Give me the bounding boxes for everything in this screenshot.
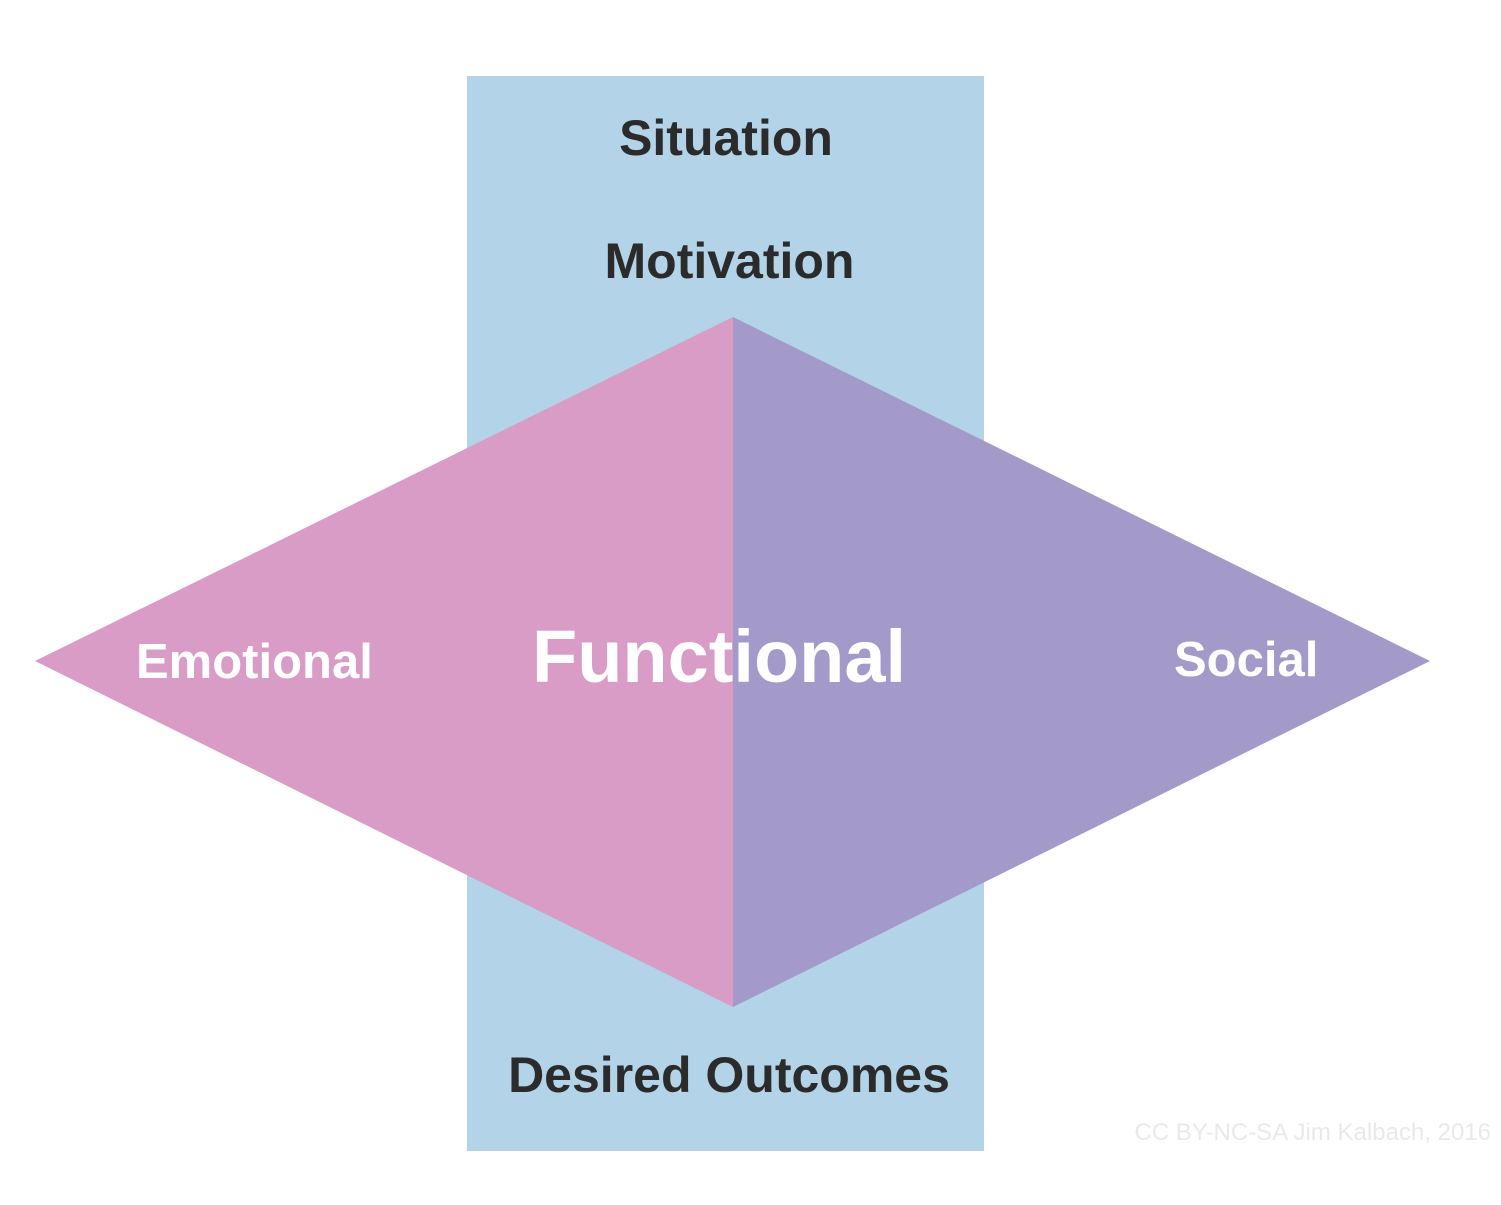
situation-label: Situation (619, 110, 833, 166)
emotional-label: Emotional (136, 635, 373, 689)
social-label: Social (1174, 633, 1319, 687)
emotional-half (35, 317, 733, 1007)
license-credit: CC BY-NC-SA Jim Kalbach, 2016 (1134, 1119, 1491, 1146)
motivation-label: Motivation (604, 233, 855, 289)
social-half (733, 317, 1430, 1007)
desired-outcomes-label: Desired Outcomes (508, 1047, 950, 1103)
functional-label: Functional (532, 615, 907, 698)
